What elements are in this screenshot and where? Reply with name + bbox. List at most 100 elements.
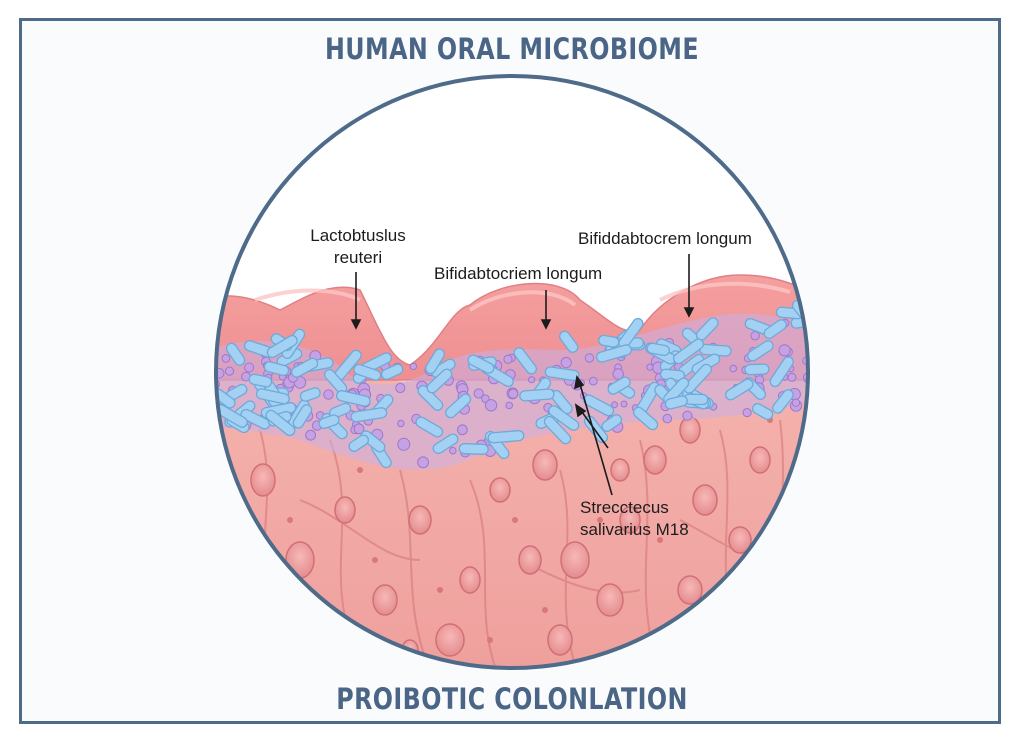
- coccus-bacterium: [560, 357, 572, 369]
- rod-bacterium: [772, 389, 794, 414]
- coccus-bacterium: [224, 366, 235, 376]
- label-arrows: [350, 254, 695, 496]
- label-streptococcus: Strecctecus salivarius M18: [580, 497, 689, 541]
- coccus-bacterium: [787, 372, 797, 382]
- rod-bacterium: [318, 414, 340, 430]
- coccus-bacterium: [323, 389, 334, 400]
- rod-bacterium: [769, 356, 794, 388]
- microscope-ring: [214, 74, 810, 670]
- rod-bacterium: [290, 357, 319, 378]
- coccus-bacterium: [620, 400, 628, 408]
- rod-bacterium: [763, 319, 787, 339]
- label-lactobacillus-line2: reuteri: [333, 248, 383, 267]
- coccus-bacterium: [508, 388, 519, 399]
- coccus-bacterium: [646, 363, 654, 371]
- rod-bacterium: [544, 366, 580, 382]
- coccus-bacterium: [353, 423, 365, 435]
- rod-bacterium: [432, 433, 459, 455]
- arrowhead-strep-1: [573, 375, 585, 390]
- coccus-bacterium: [778, 344, 791, 357]
- rod-bacterium: [335, 390, 371, 407]
- coccus-bacterium: [503, 354, 513, 364]
- rod-bacterium: [632, 406, 659, 431]
- rod-bacterium: [751, 403, 774, 420]
- rod-bacterium: [225, 342, 246, 366]
- rod-bacterium: [348, 434, 370, 452]
- coccus-bacterium: [588, 376, 598, 386]
- label-streptococcus-line2: salivarius M18: [580, 520, 689, 539]
- coccus-bacterium: [584, 353, 595, 363]
- rod-bacterium: [425, 348, 446, 375]
- label-streptococcus-line1: Strecctecus: [580, 498, 669, 517]
- rod-bacterium: [744, 363, 770, 376]
- rod-bacterium: [558, 330, 579, 353]
- arrow-strep-2: [581, 411, 609, 449]
- rod-bacterium: [445, 393, 472, 419]
- rod-bacterium: [415, 416, 444, 438]
- rod-bacterium: [380, 363, 404, 380]
- rod-bacterium: [548, 405, 580, 431]
- coccus-bacterium: [457, 424, 468, 436]
- coccus-bacterium: [791, 398, 801, 407]
- rod-bacterium: [747, 340, 774, 362]
- coccus-bacterium: [473, 388, 484, 399]
- rod-bacterium: [607, 376, 631, 395]
- coccus-bacterium: [662, 413, 673, 424]
- rod-bacterium: [255, 388, 290, 405]
- rod-bacteria: [216, 299, 808, 469]
- coccus-bacterium: [395, 382, 406, 394]
- label-bifido-right: Bifiddabtocrem longum: [578, 229, 752, 248]
- coccus-bacterium: [811, 318, 817, 324]
- tissue-cross-section: [216, 274, 817, 668]
- rod-bacterium: [519, 388, 555, 402]
- rod-bacterium: [595, 344, 632, 363]
- diagram-title: HUMAN ORAL MICROBIOME: [324, 32, 700, 66]
- tissue-nuclei: [250, 416, 800, 661]
- coccus-bacterium: [750, 331, 760, 341]
- coccus-bacterium: [397, 437, 411, 451]
- rod-bacterium: [426, 368, 453, 394]
- rod-bacterium: [725, 378, 754, 401]
- coccus-bacterium: [305, 429, 317, 441]
- coccus-bacterium: [484, 399, 498, 412]
- rod-bacterium: [417, 385, 444, 411]
- rod-bacterium: [263, 361, 290, 377]
- coccus-bacterium: [742, 408, 752, 418]
- rod-bacterium: [240, 408, 271, 430]
- ridge-highlight: [254, 281, 791, 312]
- rod-bacterium: [458, 443, 489, 455]
- rod-bacterium: [329, 402, 352, 419]
- arrowhead-bifido-middle: [540, 319, 552, 330]
- coccus-bacterium: [449, 446, 457, 455]
- label-lactobacillus: Lactobtuslus reuteri: [302, 225, 414, 269]
- rod-bacterium: [664, 395, 688, 410]
- coccus-bacterium: [682, 410, 693, 421]
- arrowhead-lactobacillus: [350, 319, 362, 330]
- coccus-bacterium: [612, 368, 624, 380]
- rod-bacterium: [248, 373, 273, 388]
- coccus-bacterium: [397, 419, 405, 428]
- coccus-bacterium: [409, 362, 418, 371]
- coccus-bacterium: [244, 362, 255, 373]
- coccus-bacterium: [417, 456, 430, 469]
- rod-bacterium: [513, 347, 538, 375]
- rod-bacterium: [299, 387, 321, 402]
- arrow-strep-1: [579, 383, 613, 496]
- rod-bacterium: [543, 415, 572, 445]
- rod-bacterium: [216, 388, 236, 409]
- rod-bacterium: [487, 430, 525, 444]
- coccus-bacterium: [221, 354, 231, 363]
- arrowhead-strep-2: [574, 403, 587, 418]
- label-bifido-middle: Bifidabtocriem longum: [434, 264, 603, 283]
- rod-bacterium: [265, 409, 296, 437]
- rod-bacterium: [672, 338, 704, 365]
- rod-bacterium: [266, 334, 298, 359]
- rod-bacterium: [353, 363, 382, 381]
- bacteria-layer: [216, 299, 817, 470]
- rod-bacterium: [467, 354, 495, 374]
- rod-bacterium: [292, 404, 313, 429]
- coccus-bacterium: [729, 364, 738, 373]
- rod-bacterium: [350, 407, 388, 423]
- arrowhead-bifido-right: [683, 307, 695, 318]
